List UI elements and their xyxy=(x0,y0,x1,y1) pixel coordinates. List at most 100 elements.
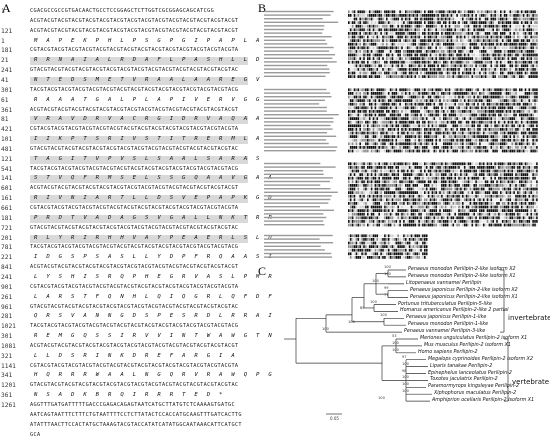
alignment-residue xyxy=(530,142,532,145)
alignment-residue xyxy=(407,191,409,194)
alignment-residue xyxy=(473,121,475,124)
alignment-residue xyxy=(506,142,508,145)
alignment-residue xyxy=(384,198,386,201)
alignment-residue xyxy=(371,191,373,194)
alignment-residue xyxy=(441,142,443,145)
alignment-residue xyxy=(527,184,529,187)
alignment-residue xyxy=(491,191,493,194)
alignment-residue xyxy=(483,72,485,75)
alignment-residue xyxy=(350,150,352,153)
alignment-residue xyxy=(348,46,350,49)
alignment-residue xyxy=(420,188,422,191)
alignment-residue xyxy=(418,21,420,24)
alignment-residue xyxy=(523,162,525,165)
alignment-residue xyxy=(365,88,367,91)
alignment-residue xyxy=(504,117,506,120)
alignment-residue xyxy=(479,142,481,145)
alignment-residue xyxy=(441,114,443,117)
alignment-residue xyxy=(373,10,375,13)
alignment-residue xyxy=(458,191,460,194)
alignment-residue xyxy=(470,36,472,39)
alignment-residue xyxy=(407,177,409,180)
alignment-residue xyxy=(454,132,456,135)
alignment-residue xyxy=(361,128,363,131)
alignment-residue xyxy=(371,14,373,17)
alignment-residue xyxy=(529,173,531,176)
alignment-residue xyxy=(416,72,418,75)
alignment-residue xyxy=(363,114,365,117)
alignment-residue xyxy=(358,106,360,109)
alignment-residue xyxy=(409,132,411,135)
alignment-residue xyxy=(422,72,424,75)
alignment-residue xyxy=(527,114,529,117)
alignment-residue xyxy=(464,39,466,42)
alignment-residue xyxy=(358,64,360,67)
alignment-residue xyxy=(426,188,428,191)
alignment-residue xyxy=(456,88,458,91)
alignment-residue xyxy=(472,64,474,67)
alignment-residue xyxy=(407,21,409,24)
alignment-residue xyxy=(536,39,538,42)
alignment-residue xyxy=(508,117,510,120)
alignment-residue xyxy=(399,68,401,71)
alignment-residue xyxy=(354,170,356,173)
alignment-residue xyxy=(418,28,420,31)
alignment-residue xyxy=(504,57,506,60)
alignment-residue xyxy=(456,43,458,46)
alignment-residue xyxy=(451,92,453,95)
alignment-residue xyxy=(521,124,523,127)
alignment-residue xyxy=(472,191,474,194)
alignment-residue xyxy=(473,96,475,99)
alignment-residue xyxy=(350,99,352,102)
alignment-residue xyxy=(441,50,443,53)
alignment-residue xyxy=(472,117,474,120)
alignment-residue xyxy=(515,28,517,31)
alignment-residue xyxy=(394,57,396,60)
alignment-residue xyxy=(485,75,487,78)
alignment-residue xyxy=(532,96,534,99)
alignment-residue xyxy=(470,142,472,145)
alignment-residue xyxy=(439,57,441,60)
alignment-residue xyxy=(356,128,358,131)
alignment-residue xyxy=(504,61,506,64)
alignment-residue xyxy=(447,75,449,78)
alignment-residue xyxy=(377,25,379,28)
alignment-residue xyxy=(399,191,401,194)
alignment-residue xyxy=(430,32,432,35)
alignment-residue xyxy=(363,198,365,201)
alignment-residue xyxy=(411,177,413,180)
alignment-figure xyxy=(256,0,550,262)
alignment-residue xyxy=(536,28,538,31)
alignment-residue xyxy=(426,114,428,117)
alignment-residue xyxy=(437,14,439,17)
alignment-residue xyxy=(506,32,508,35)
alignment-residue xyxy=(401,88,403,91)
alignment-residue xyxy=(373,32,375,35)
alignment-residue xyxy=(439,162,441,165)
alignment-residue xyxy=(409,117,411,120)
alignment-residue xyxy=(491,43,493,46)
alignment-residue xyxy=(388,184,390,187)
alignment-residue xyxy=(492,21,494,24)
alignment-residue xyxy=(529,128,531,131)
alignment-residue xyxy=(428,166,430,169)
alignment-residue xyxy=(500,170,502,173)
alignment-residue xyxy=(458,198,460,201)
alignment-residue xyxy=(371,142,373,145)
alignment-residue xyxy=(403,150,405,153)
alignment-residue xyxy=(390,173,392,176)
alignment-residue xyxy=(506,88,508,91)
alignment-residue xyxy=(413,117,415,120)
alignment-residue xyxy=(496,50,498,53)
alignment-residue xyxy=(437,121,439,124)
alignment-residue xyxy=(479,195,481,198)
alignment-residue xyxy=(508,88,510,91)
alignment-residue xyxy=(367,124,369,127)
alignment-residue xyxy=(443,170,445,173)
alignment-residue xyxy=(517,180,519,183)
protein-sequence-text: P R D T V A D A G S V G A L L N K T R R xyxy=(34,215,275,221)
alignment-residue xyxy=(377,184,379,187)
alignment-sequence-name xyxy=(264,174,324,175)
alignment-residue xyxy=(413,191,415,194)
alignment-residue xyxy=(439,184,441,187)
